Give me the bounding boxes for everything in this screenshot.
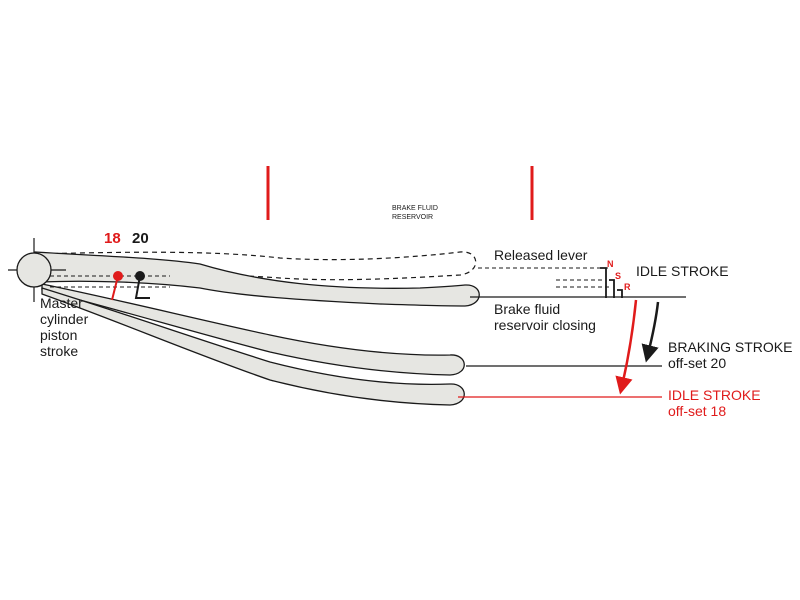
- offset-label-20: 20: [132, 230, 149, 247]
- braking-stroke-label-line1: BRAKING STROKE: [668, 339, 792, 355]
- braking-stroke-label-line2: off-set 20: [668, 355, 726, 371]
- idle-offset-label-line2: off-set 18: [668, 403, 726, 419]
- master-label-line4: stroke: [40, 343, 78, 359]
- reservoir-closing-label-line2: reservoir closing: [494, 317, 596, 333]
- reservoir-closing-label-line1: Brake fluid: [494, 301, 560, 317]
- master-label-line3: piston: [40, 327, 77, 343]
- lever-reservoir-closing: [34, 251, 480, 307]
- pivot-circle: [16, 252, 52, 288]
- master-label-line1: Master: [40, 295, 83, 311]
- lever-braking-stroke: [41, 283, 465, 376]
- tick-s: [609, 279, 615, 298]
- reservoir-label-line2: RESERVOIR: [392, 214, 433, 221]
- reservoir-label-line1: BRAKE FLUID: [392, 205, 438, 212]
- tick-r: [617, 289, 623, 298]
- pin-18-dot: [113, 271, 123, 281]
- offset-label-18: 18: [104, 230, 121, 247]
- braking-stroke-arrow: [641, 301, 660, 363]
- pin-20-rod: [134, 275, 150, 299]
- tick-n: [600, 267, 607, 298]
- pin-20-dot: [135, 271, 145, 281]
- idle-stroke-arrow: [615, 299, 638, 395]
- master-label-line2: cylinder: [40, 311, 89, 327]
- marker-n: N: [607, 259, 614, 269]
- idle-stroke-label: IDLE STROKE: [636, 263, 729, 279]
- released-lever-label: Released lever: [494, 247, 588, 263]
- idle-offset-label-line1: IDLE STROKE: [668, 387, 761, 403]
- lever-idle-stroke: [41, 287, 465, 406]
- marker-s: S: [615, 271, 621, 281]
- marker-r: R: [624, 282, 631, 292]
